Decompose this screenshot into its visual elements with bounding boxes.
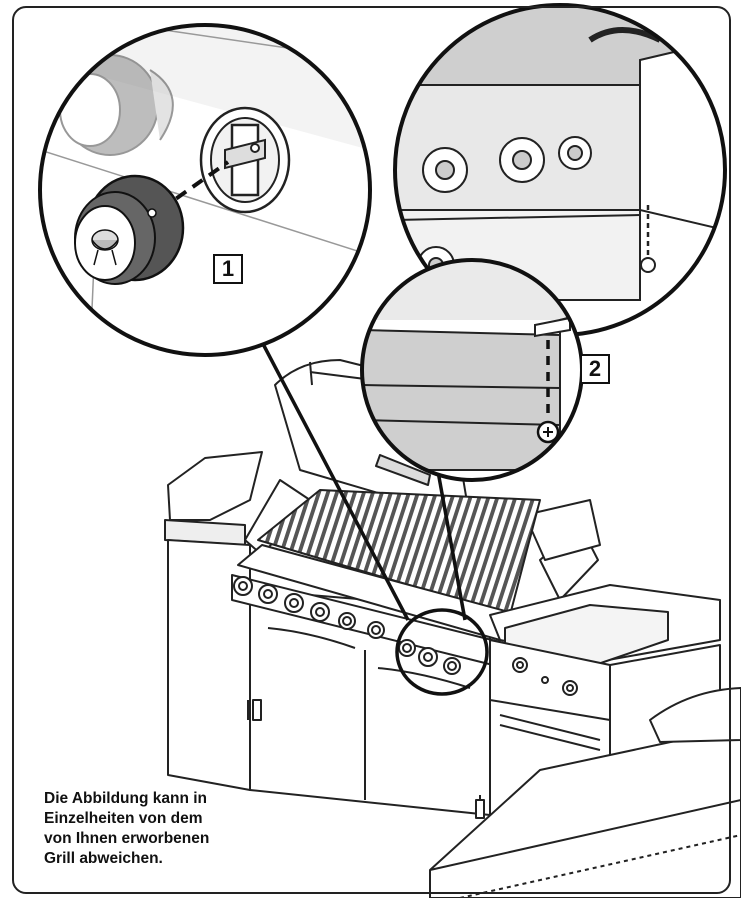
step-badge-1: 1 [213, 254, 243, 284]
detail-circle-knob [40, 25, 370, 355]
disclaimer-caption: Die Abbildung kann in Einzelheiten von d… [44, 789, 264, 869]
figure-frame [12, 6, 731, 894]
control-knobs [233, 576, 578, 696]
caption-line: Grill abweichen. [44, 850, 163, 867]
caption-line: Einzelheiten von dem [44, 810, 203, 827]
step-badge-2: 2 [580, 354, 610, 384]
caption-line: Die Abbildung kann in [44, 790, 208, 807]
kettle-logo [91, 229, 119, 266]
focus-circle [395, 608, 489, 696]
caption-line: von Ihnen erworbenen [44, 830, 210, 847]
